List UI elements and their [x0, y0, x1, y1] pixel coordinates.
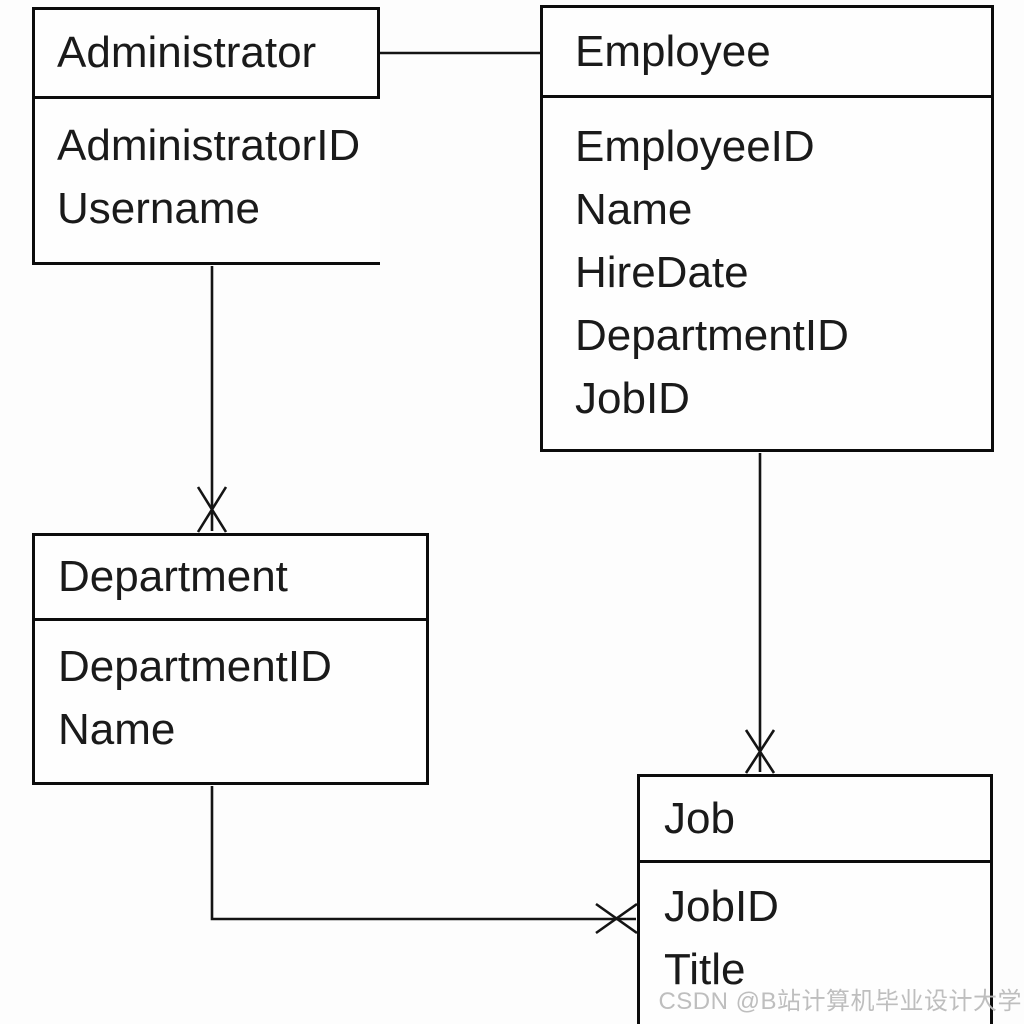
entity-administrator-body: AdministratorID Username — [32, 99, 380, 265]
entity-employee-body: EmployeeID Name HireDate DepartmentID Jo… — [540, 98, 994, 452]
entity-job-header: Job — [637, 774, 993, 863]
entity-department-body: DepartmentID Name — [32, 621, 429, 785]
entity-field: Title — [664, 945, 746, 994]
entity-job-body: JobID Title — [637, 863, 993, 1024]
entity-administrator-header: Administrator — [32, 7, 380, 99]
entity-department-header: Department — [32, 533, 429, 621]
relationship-department-job-line — [210, 786, 636, 921]
entity-field: Name — [575, 185, 693, 234]
entity-field: DepartmentID — [575, 311, 849, 360]
entity-field: DepartmentID — [58, 642, 332, 691]
relationship-admin-department-many-marker-icon — [196, 486, 228, 533]
relationship-department-job-many-marker-icon — [595, 902, 638, 935]
entity-administrator: Administrator AdministratorID Username — [32, 7, 380, 265]
entity-title: Administrator — [57, 28, 317, 77]
entity-title: Job — [664, 793, 735, 843]
entity-employee: Employee EmployeeID Name HireDate Depart… — [540, 5, 994, 452]
entity-field: JobID — [575, 374, 690, 423]
entity-department: Department DepartmentID Name — [32, 533, 429, 785]
entity-employee-header: Employee — [540, 5, 994, 98]
relationship-employee-job-many-marker-icon — [744, 729, 776, 774]
entity-title: Employee — [575, 26, 771, 76]
entity-field: Name — [58, 705, 176, 754]
entity-job: Job JobID Title — [637, 774, 993, 1024]
entity-field: HireDate — [575, 248, 749, 297]
entity-field: EmployeeID — [575, 122, 815, 171]
entity-field: JobID — [664, 882, 779, 931]
entity-title: Department — [58, 552, 288, 601]
entity-field: AdministratorID — [57, 121, 361, 170]
watermark: CSDN @B站计算机毕业设计大学 — [658, 988, 1022, 1015]
entity-field: Username — [57, 184, 260, 233]
